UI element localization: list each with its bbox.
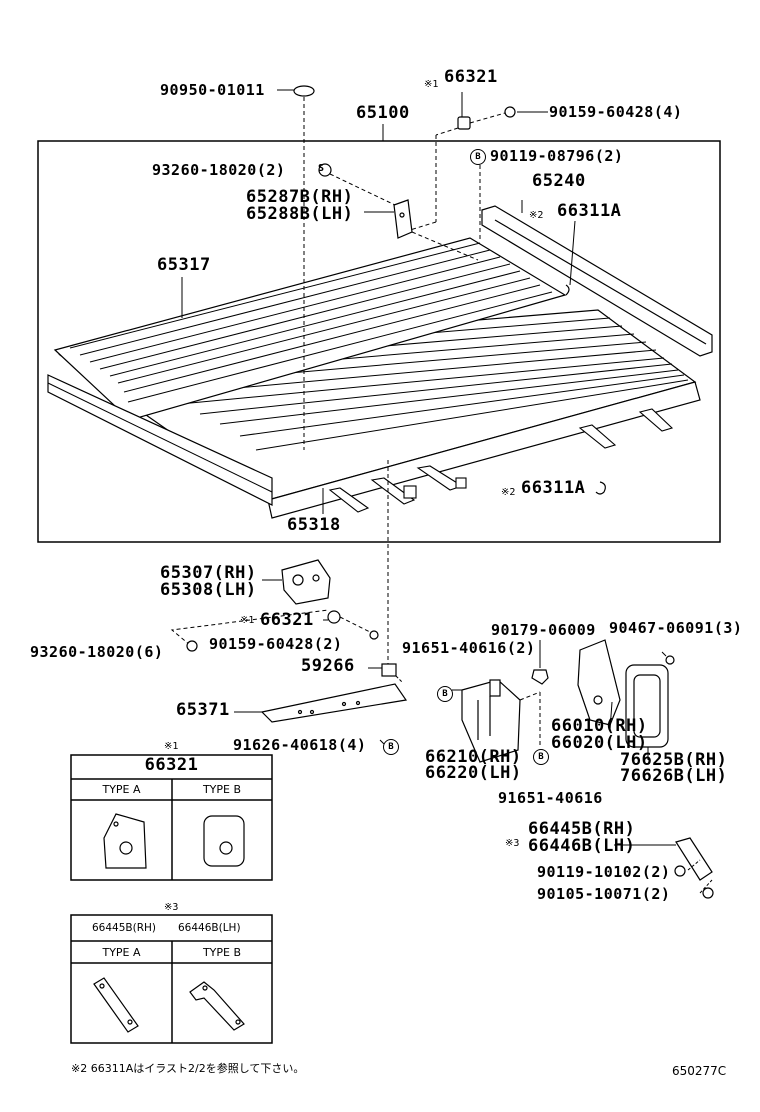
label-91651-40616-bottom: 91651-40616 — [498, 789, 603, 807]
diagram-code: 650277C — [672, 1064, 727, 1078]
bracket-65287 — [393, 199, 413, 239]
circle-s-icon: S — [318, 163, 325, 174]
label-90159-60428-top: 90159-60428(4) — [549, 103, 683, 121]
label-91651-40616-top: 91651-40616(2) — [402, 639, 536, 657]
label-76626b-lh: 76626B(LH) — [620, 766, 728, 786]
label-90950-01011: 90950-01011 — [160, 81, 265, 99]
label-65240: 65240 — [532, 171, 586, 191]
table3-grid — [70, 914, 273, 1044]
floor-ribs-rear — [69, 242, 553, 403]
circle-b-icon-top: B — [470, 146, 488, 165]
table1-mark: ※1 — [164, 741, 179, 752]
note-mark-3: ※3 — [505, 838, 520, 849]
table3-part-lh: 66446B(LH) — [178, 922, 241, 934]
table3-type-a-label: TYPE A — [102, 946, 141, 959]
main-assembly-frame — [37, 140, 721, 543]
label-93260-18020-top: 93260-18020(2) — [152, 161, 286, 179]
table1-type-a-label: TYPE A — [102, 783, 141, 796]
side-sill-65240 — [481, 205, 713, 357]
label-65307-rh: 65307(RH) — [160, 563, 257, 583]
crossmembers — [328, 408, 674, 513]
guard-66210 — [461, 679, 521, 763]
plug-90950 — [293, 85, 315, 97]
note-mark-2-top: ※2 — [529, 210, 544, 221]
label-76625b-rh: 76625B(RH) — [620, 750, 728, 770]
label-93260-18020-mid: 93260-18020(6) — [30, 643, 164, 661]
label-66020-lh: 66020(LH) — [551, 733, 648, 753]
table1-type-b-drawing — [203, 815, 245, 867]
bracket-66445 — [675, 837, 713, 881]
plate-65371 — [260, 683, 408, 723]
guard-plate-76625 — [625, 664, 669, 748]
note-mark-1-mid: ※1 — [240, 615, 255, 626]
circle-b-icon-guard: B — [533, 746, 551, 765]
footnote: ※2 66311Aはイラスト2/2を参照して下さい。 — [71, 1062, 305, 1075]
label-90119-10102: 90119-10102(2) — [537, 863, 671, 881]
label-90467-06091: 90467-06091(3) — [609, 619, 743, 637]
label-90179-06009: 90179-06009 — [491, 621, 596, 639]
pad-59266 — [381, 663, 397, 677]
label-66311a-bottom: 66311A — [521, 478, 586, 498]
label-90159-60428-mid: 90159-60428(2) — [209, 635, 343, 653]
table1-type-a-drawing — [103, 813, 147, 869]
table3-mark: ※3 — [164, 902, 179, 913]
label-66445b-rh: 66445B(RH) — [528, 819, 636, 839]
note-mark-2-bottom: ※2 — [501, 487, 516, 498]
label-66446b-lh: 66446B(LH) — [528, 836, 636, 856]
table3-type-a-drawing — [93, 977, 139, 1033]
label-66010-rh: 66010(RH) — [551, 716, 648, 736]
bolt-90159-top — [504, 106, 548, 118]
side-rail-left — [47, 374, 273, 506]
label-65100: 65100 — [356, 103, 410, 123]
nut-90179 — [531, 669, 549, 685]
table1-type-b-label: TYPE B — [202, 783, 242, 796]
circle-b-icon-plate: B — [383, 736, 401, 755]
label-91626-40618: 91626-40618(4) — [233, 736, 367, 754]
table3-type-b-drawing — [189, 981, 245, 1031]
label-66321-top: 66321 — [444, 67, 498, 87]
table1-grid — [70, 754, 273, 881]
bracket-65307 — [281, 559, 331, 605]
label-65288b-lh: 65288B(LH) — [246, 204, 354, 224]
table3-part-rh: 66445B(RH) — [92, 922, 156, 934]
table3-type-b-label: TYPE B — [202, 946, 242, 959]
label-66311a-top: 66311A — [557, 201, 622, 221]
label-66220-lh: 66220(LH) — [425, 763, 522, 783]
label-66321-mid: 66321 — [260, 610, 314, 630]
bracket-66010 — [577, 639, 621, 726]
label-65371: 65371 — [176, 700, 230, 720]
table1-part-number: 66321 — [144, 755, 199, 775]
label-65287b-rh: 65287B(RH) — [246, 187, 354, 207]
label-65308-lh: 65308(LH) — [160, 580, 257, 600]
bolt-90467 — [661, 651, 675, 665]
label-90119-08796: 90119-08796(2) — [490, 147, 624, 165]
label-90105-10071: 90105-10071(2) — [537, 885, 671, 903]
label-59266: 59266 — [301, 656, 355, 676]
label-65318: 65318 — [287, 515, 341, 535]
circle-b-icon-mid: B — [437, 683, 455, 702]
floor-panel-rear — [53, 237, 567, 421]
nut-66321-top — [457, 116, 471, 130]
note-mark-1-top: ※1 — [424, 79, 439, 90]
label-66210-rh: 66210(RH) — [425, 747, 522, 767]
label-65317: 65317 — [157, 255, 211, 275]
